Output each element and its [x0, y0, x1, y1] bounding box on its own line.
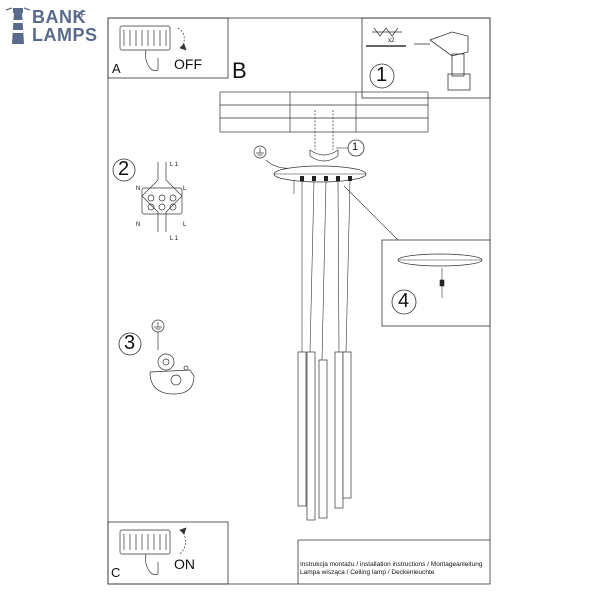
- bank-of-lamps-logo: BANK OF LAMPS: [6, 6, 106, 46]
- ground-connection: [149, 319, 195, 395]
- wire-label-n-bottom: N: [136, 222, 141, 228]
- panel-b-letter: B: [232, 58, 247, 83]
- callout-1-number: 1: [352, 141, 359, 153]
- ground-symbol: [253, 145, 297, 169]
- step-2-circle: [112, 158, 136, 182]
- logo-word-bank: BANK: [32, 7, 86, 27]
- drill-icon: [414, 31, 471, 91]
- panel-tools-frame: [361, 17, 491, 99]
- wire-label-l-bottom: L: [183, 222, 187, 228]
- panel-c-state: ON: [174, 556, 195, 572]
- panel-a-letter: A: [112, 61, 121, 76]
- wire-label-l-top: L: [183, 186, 187, 192]
- step-3-number: 3: [124, 332, 136, 354]
- footer-instructions: Instrukcja montażu / installation instru…: [300, 561, 483, 568]
- lighthouse-icon: [6, 7, 30, 44]
- wire-label-l1-bottom: L 1: [170, 236, 179, 242]
- ceiling-block: [219, 91, 429, 133]
- wire-label-n-top: N: [136, 186, 141, 192]
- circuit-breaker-on: [119, 527, 187, 576]
- panel-c-frame: [107, 521, 229, 585]
- panel-a-state: OFF: [174, 56, 202, 72]
- wire-label-l1-top: L 1: [170, 162, 179, 168]
- callout-1-circle: [347, 139, 365, 157]
- panel-4-frame: [381, 239, 491, 327]
- canopy-cable-grips: [300, 176, 352, 181]
- panel-a-frame: [107, 17, 229, 79]
- mounting-bracket: [309, 149, 339, 162]
- screw-kit: [366, 27, 406, 47]
- step-4-number: 4: [398, 290, 410, 312]
- logo-word-of: OF: [74, 10, 87, 19]
- terminal-block: [141, 162, 183, 232]
- cable-adjust-detail: [439, 268, 445, 298]
- panel-c-letter: C: [111, 565, 121, 580]
- step-4-circle: [391, 289, 417, 315]
- mounting-screws: [314, 110, 334, 150]
- footer-product: Lampa wisząca / Ceiling lamp / Deckenleu…: [300, 569, 435, 576]
- logo-word-lamps: LAMPS: [32, 25, 98, 45]
- step-3-circle: [118, 332, 142, 356]
- circuit-breaker-off: [119, 25, 187, 72]
- step-1-circle: [369, 63, 395, 89]
- pendant-cables: [293, 180, 351, 361]
- step-1-number: 1: [376, 64, 388, 86]
- step-2-number: 2: [118, 158, 130, 180]
- pendant-tubes: [297, 351, 352, 521]
- screw-quantity: x2: [388, 38, 395, 44]
